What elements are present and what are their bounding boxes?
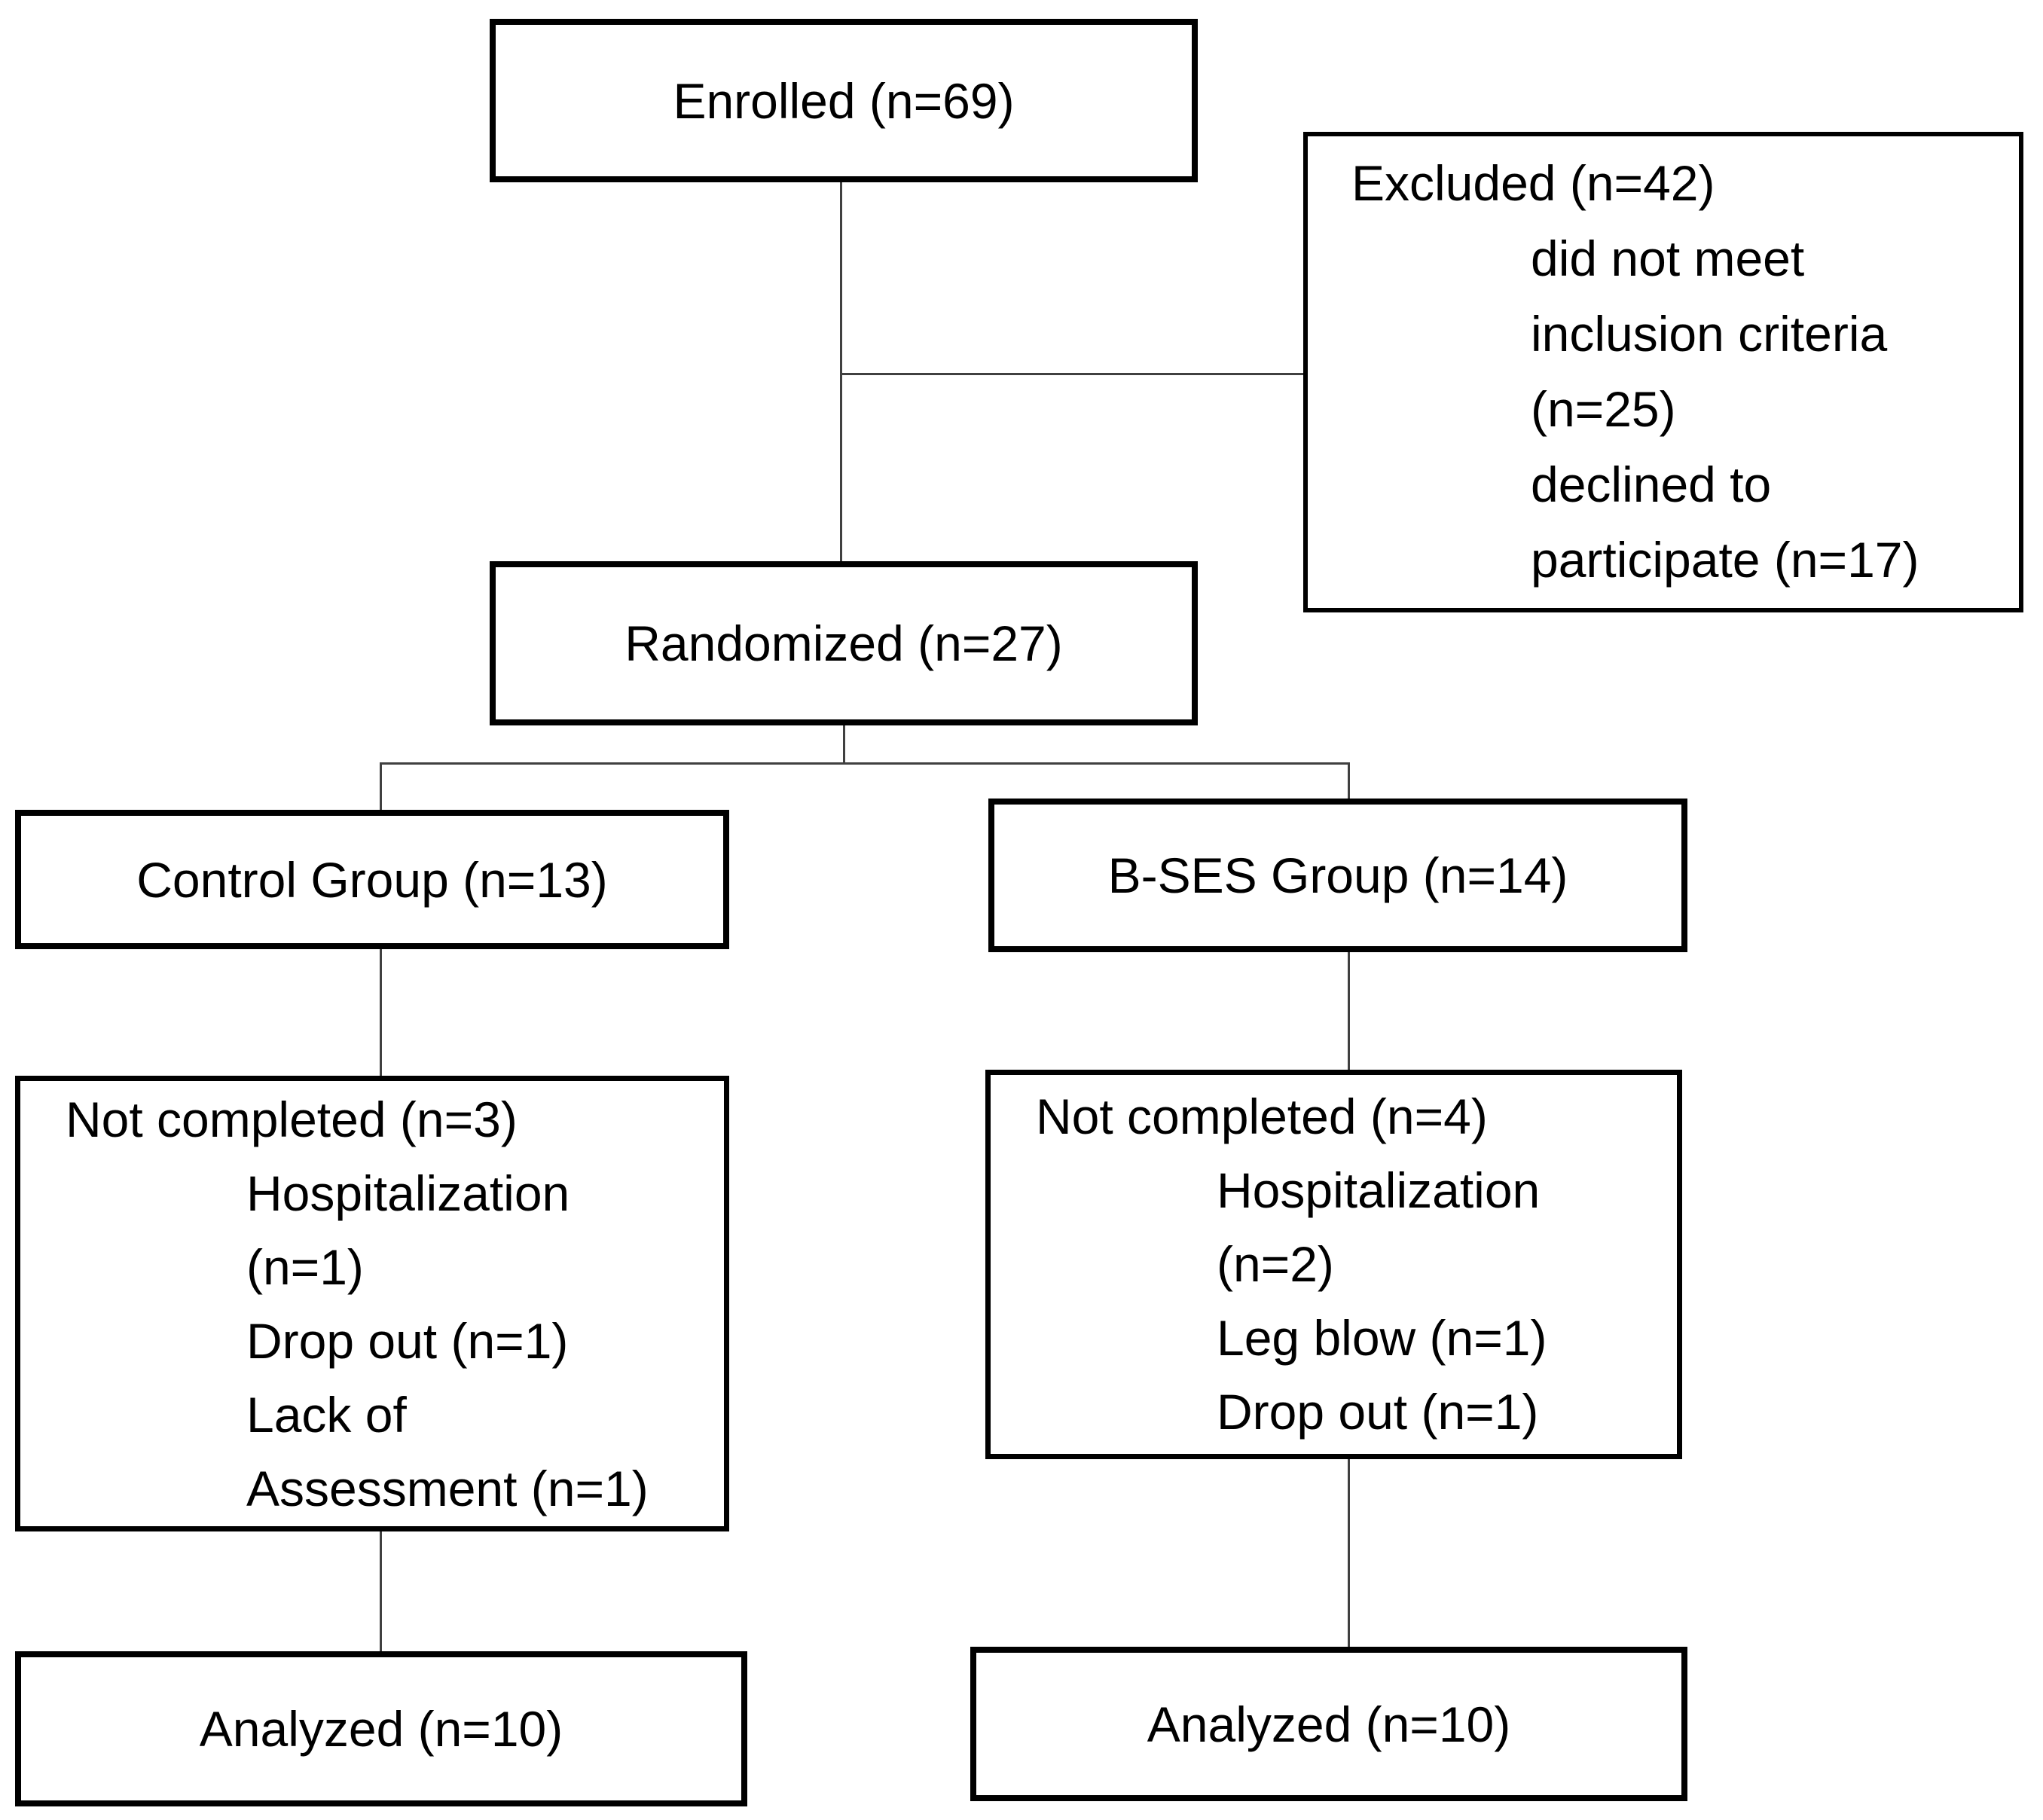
control-not-completed-reason-line: Drop out (n=1) <box>246 1313 569 1369</box>
excluded-box: Excluded (n=42) did not meet inclusion c… <box>1303 132 2023 612</box>
enrolled-box: Enrolled (n=69) <box>490 19 1198 182</box>
control-not-completed-reason-line: (n=1) <box>246 1239 364 1295</box>
bses-not-completed-reason-line: (n=2) <box>1217 1236 1334 1292</box>
bses-group-label: B-SES Group (n=14) <box>1107 847 1568 903</box>
randomized-label: Randomized (n=27) <box>625 615 1063 671</box>
connector-split-to-bses <box>1348 762 1350 802</box>
excluded-reason-line: declined to <box>1531 457 1772 512</box>
bses-not-completed-reason-line: Leg blow (n=1) <box>1217 1310 1547 1366</box>
bses-analyzed-label: Analyzed (n=10) <box>1147 1696 1511 1752</box>
connector-notcompleted-to-analyzed-left <box>380 1530 382 1653</box>
control-not-completed-reason-line: Assessment (n=1) <box>246 1461 649 1516</box>
connector-randomized-stem <box>843 724 845 764</box>
excluded-reason-line: inclusion criteria <box>1531 306 1888 362</box>
connector-branch-to-excluded <box>841 373 1305 375</box>
control-not-completed-reason-line: Lack of <box>246 1387 407 1443</box>
bses-not-completed-reason-line: Drop out (n=1) <box>1217 1384 1539 1440</box>
excluded-reason-line: (n=25) <box>1531 381 1676 437</box>
bses-analyzed-box: Analyzed (n=10) <box>970 1647 1687 1801</box>
control-analyzed-label: Analyzed (n=10) <box>199 1701 563 1757</box>
excluded-title: Excluded (n=42) <box>1351 155 1715 211</box>
enrolled-label: Enrolled (n=69) <box>673 72 1015 129</box>
control-not-completed-title: Not completed (n=3) <box>66 1092 518 1147</box>
bses-not-completed-reason-line: Hospitalization <box>1217 1162 1541 1218</box>
connector-split-to-control <box>380 762 382 811</box>
connector-control-to-notcompleted <box>380 948 382 1077</box>
connector-notcompleted-to-analyzed-right <box>1348 1458 1350 1648</box>
excluded-reason-line: did not meet <box>1531 231 1805 286</box>
control-not-completed-reason-line: Hospitalization <box>246 1165 570 1221</box>
connector-enrolled-to-randomized <box>840 181 842 563</box>
connector-bses-to-notcompleted <box>1348 951 1350 1071</box>
bses-not-completed-box: Not completed (n=4) Hospitalization (n=2… <box>985 1070 1682 1459</box>
control-analyzed-box: Analyzed (n=10) <box>15 1651 747 1806</box>
randomized-box: Randomized (n=27) <box>490 561 1198 725</box>
control-group-label: Control Group (n=13) <box>136 851 608 908</box>
bses-not-completed-title: Not completed (n=4) <box>1036 1089 1488 1144</box>
control-not-completed-box: Not completed (n=3) Hospitalization (n=1… <box>15 1076 729 1531</box>
connector-split-horizontal <box>380 762 1350 765</box>
bses-group-box: B-SES Group (n=14) <box>988 799 1687 952</box>
control-group-box: Control Group (n=13) <box>15 810 729 949</box>
excluded-reason-line: participate (n=17) <box>1531 532 1919 588</box>
